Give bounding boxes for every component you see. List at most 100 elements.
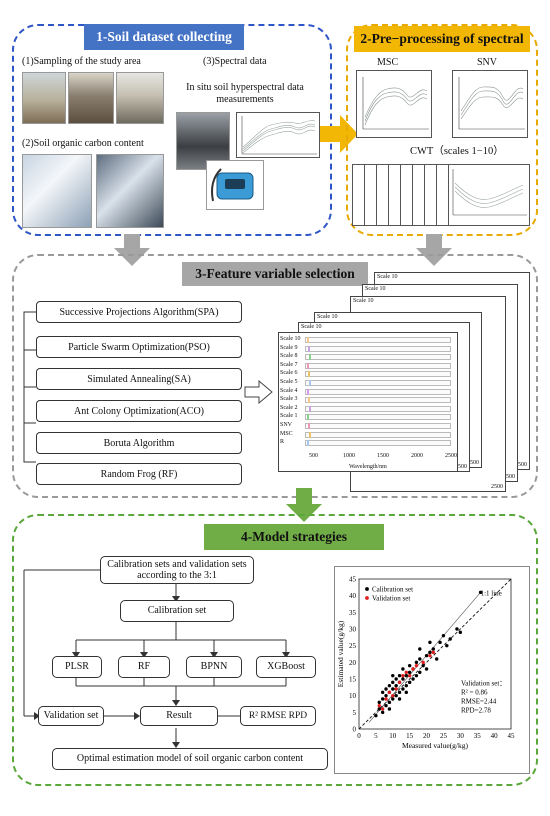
calibration-point bbox=[404, 683, 408, 688]
front-row-bar bbox=[305, 371, 451, 378]
model-xgboost: XGBoost bbox=[256, 656, 316, 678]
calibration-point bbox=[407, 663, 412, 668]
front-row-label: Scale 1 bbox=[280, 413, 298, 420]
validation-point bbox=[421, 660, 425, 665]
calibration-box: Calibration set bbox=[120, 600, 234, 622]
y-tick-label: 10 bbox=[349, 692, 357, 700]
calibration-point bbox=[458, 630, 463, 635]
plot-area bbox=[358, 578, 512, 730]
front-row-label: R bbox=[280, 439, 285, 446]
calibration-point bbox=[394, 677, 398, 681]
validation-point bbox=[394, 687, 398, 691]
model-strategies-panel bbox=[12, 514, 538, 786]
front-row-label: MSC bbox=[280, 430, 293, 437]
calibration-point bbox=[401, 667, 405, 671]
front-row-bar bbox=[305, 440, 451, 447]
calibration-point bbox=[434, 657, 439, 661]
model-bpnn: BPNN bbox=[186, 656, 242, 678]
calibration-point bbox=[428, 640, 432, 645]
y-tick-label: 5 bbox=[353, 709, 357, 717]
hollow-arrow bbox=[244, 380, 273, 404]
algo-sa: Simulated Annealing(SA) bbox=[36, 368, 242, 390]
front-row-bar bbox=[305, 345, 451, 352]
arrow-down-left bbox=[114, 234, 150, 266]
x-tick-label: 45 bbox=[508, 732, 516, 740]
calibration-point bbox=[391, 687, 395, 691]
arrow-to-preprocessing bbox=[320, 115, 358, 153]
lab-photo-1 bbox=[22, 154, 92, 228]
lab-photo-2 bbox=[96, 154, 164, 228]
calibration-point bbox=[394, 693, 398, 698]
front-axis-tick: 500 bbox=[309, 453, 318, 459]
calibration-point bbox=[411, 677, 415, 681]
front-row-selected-mark bbox=[307, 388, 309, 395]
validation-point bbox=[431, 650, 436, 655]
split-box: Calibration sets and validation sets acc… bbox=[100, 556, 254, 584]
metrics-box: R² RMSE RPD bbox=[240, 706, 316, 726]
y-tick-label: 35 bbox=[349, 609, 357, 617]
front-row-selected-mark bbox=[308, 345, 310, 352]
front-axis-tick: 2500 bbox=[445, 453, 457, 459]
calibration-point bbox=[397, 673, 402, 678]
snv-label: SNV bbox=[477, 57, 498, 68]
validation-point bbox=[414, 663, 419, 668]
preprocessing-header: 2-Pre−processing of spectral bbox=[354, 26, 530, 52]
calibration-point bbox=[431, 647, 436, 651]
x-axis-label: Measured value(g/kg) bbox=[402, 741, 469, 750]
validation-point bbox=[411, 667, 415, 671]
sampling-photo-1 bbox=[22, 72, 66, 124]
calibration-point bbox=[380, 690, 385, 695]
calibration-point bbox=[380, 697, 385, 701]
validation-stat: RMSE=2.44 bbox=[461, 698, 497, 706]
front-row-bar bbox=[305, 423, 451, 429]
x-tick-label: 0 bbox=[357, 732, 361, 740]
front-row-selected-mark bbox=[308, 397, 310, 404]
calibration-point bbox=[401, 677, 405, 681]
soil-dataset-header: 1-Soil dataset collecting bbox=[84, 24, 244, 50]
msc-label: MSC bbox=[377, 57, 399, 68]
calibration-point bbox=[428, 650, 432, 655]
calibration-point bbox=[397, 690, 402, 695]
validation-point bbox=[377, 703, 381, 708]
calibration-point bbox=[387, 700, 392, 705]
calibration-point bbox=[391, 673, 395, 678]
front-row-bar bbox=[305, 388, 451, 395]
spectrometer-photo bbox=[206, 160, 264, 210]
front-axis-tick: 1500 bbox=[377, 453, 389, 459]
validation-point bbox=[391, 693, 395, 698]
algo-pso: Particle Swarm Optimization(PSO) bbox=[36, 336, 242, 358]
calibration-point bbox=[401, 687, 405, 691]
calibration-point bbox=[387, 683, 392, 688]
arrow-down-right bbox=[416, 234, 452, 266]
sampling-photo-2 bbox=[68, 72, 114, 124]
x-tick-label: 20 bbox=[423, 732, 431, 740]
front-row-selected-mark bbox=[307, 337, 309, 343]
front-row-label: Scale 7 bbox=[280, 361, 298, 368]
soc-label: (2)Soil organic carbon content bbox=[22, 138, 144, 149]
front-row-bar bbox=[305, 414, 451, 421]
validation-stat: R² = 0.86 bbox=[461, 689, 488, 697]
front-row-bar bbox=[305, 337, 451, 343]
y-tick-label: 25 bbox=[349, 642, 357, 650]
calibration-point bbox=[391, 697, 395, 701]
y-tick-label: 45 bbox=[349, 576, 357, 584]
calibration-point bbox=[384, 687, 388, 691]
front-row-label: Scale 6 bbox=[280, 370, 298, 377]
arrow-down-model bbox=[286, 488, 322, 522]
calibration-point bbox=[424, 667, 429, 671]
cwt-plot-front bbox=[448, 164, 530, 226]
insitu-spectra-plot bbox=[236, 112, 320, 158]
one-to-one-label: 1:1 line bbox=[481, 590, 502, 598]
validation-point bbox=[384, 697, 388, 701]
feature-selection-header: 3-Feature variable selection bbox=[182, 262, 368, 286]
y-tick-label: 30 bbox=[349, 626, 357, 634]
cwt-label: CWT（scales 1−10） bbox=[410, 146, 504, 157]
model-strategies-header: 4-Model strategies bbox=[204, 524, 384, 550]
front-row-bar bbox=[305, 405, 451, 412]
x-tick-label: 35 bbox=[474, 732, 482, 740]
front-row-bar bbox=[305, 431, 451, 438]
legend-label: Validation set bbox=[372, 595, 410, 603]
